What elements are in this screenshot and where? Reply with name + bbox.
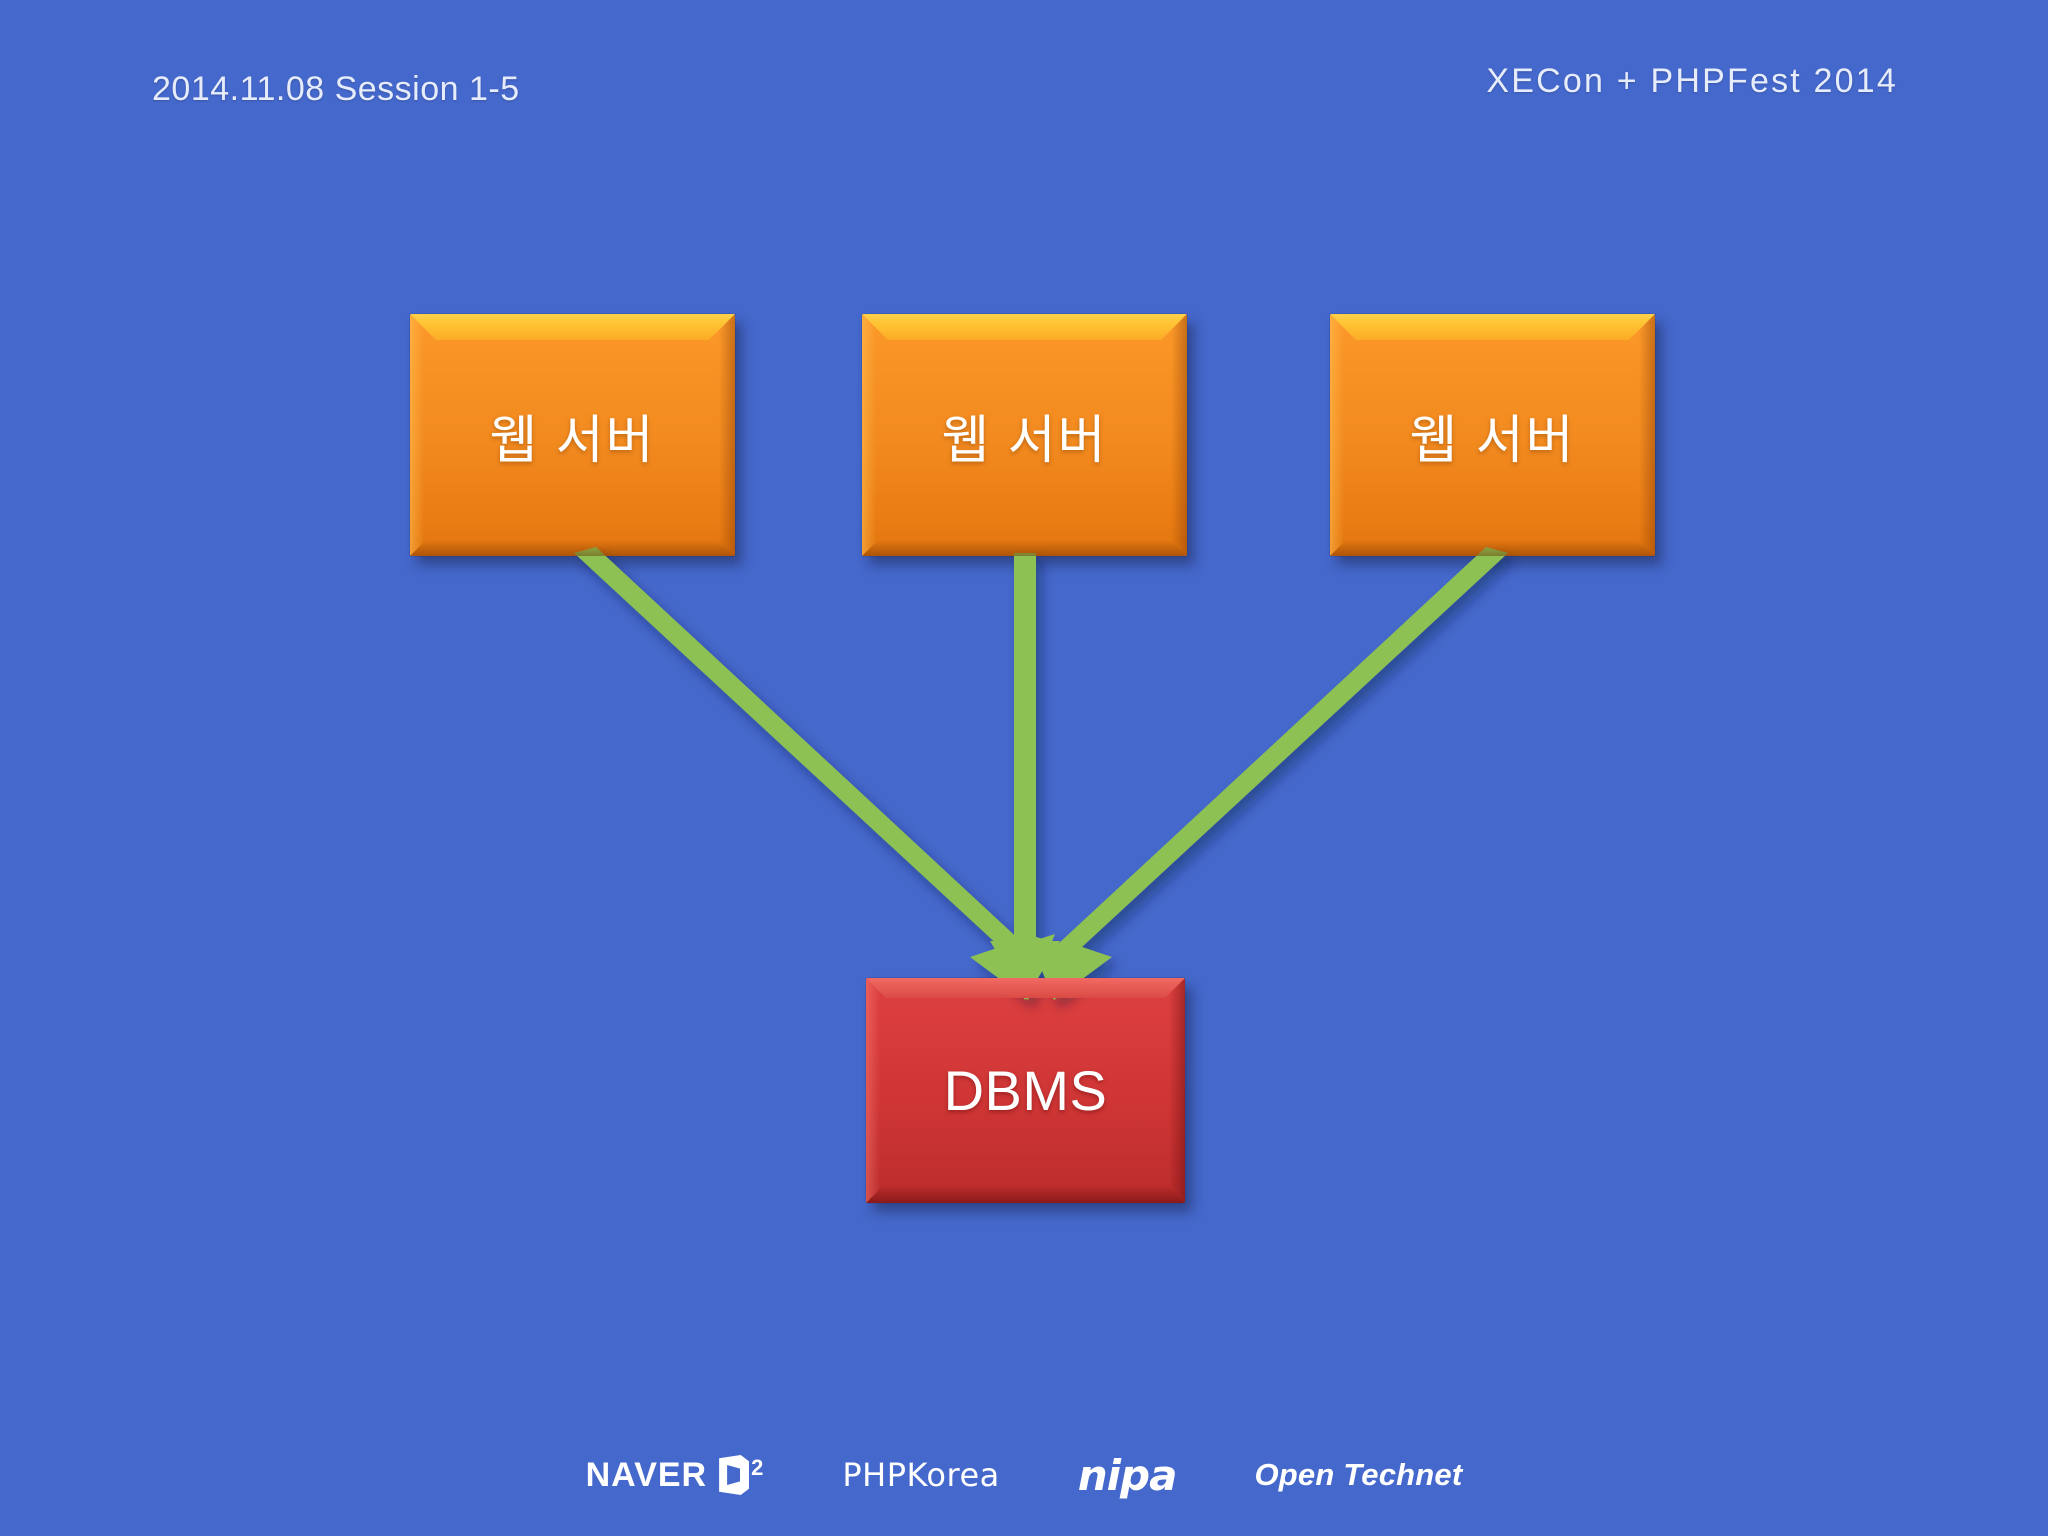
bevel-right [1169, 978, 1185, 1203]
bevel-bottom [1330, 540, 1655, 556]
connector-middle-arrow [990, 553, 1060, 1000]
bevel-top [866, 978, 1185, 998]
connector-right-arrow [1027, 547, 1508, 1000]
naver-wordmark: NAVER [585, 1455, 708, 1494]
naver-d2-logo: NAVER 2 [586, 1455, 765, 1495]
web-server-node-3[interactable]: 웹 서버 [1330, 314, 1655, 556]
bevel-left [1330, 314, 1344, 556]
bevel-left [410, 314, 424, 556]
open-technet-logo: Open Technet [1254, 1457, 1463, 1492]
d2-mark-icon: 2 [719, 1455, 764, 1495]
database-node[interactable]: DBMS [866, 978, 1185, 1203]
bevel-left [866, 978, 880, 1203]
connector-left-arrow [574, 547, 1055, 1000]
bevel-left [862, 314, 876, 556]
nipa-logo: nipa [1077, 1450, 1178, 1500]
bevel-top [1330, 314, 1655, 340]
slide-event-label: XECon + PHPFest 2014 [1486, 62, 1898, 100]
web-server-node-1[interactable]: 웹 서버 [410, 314, 735, 556]
database-label: DBMS [943, 1059, 1108, 1122]
web-server-label-3: 웹 서버 [1409, 411, 1576, 470]
d-glyph-icon [719, 1455, 750, 1495]
web-server-node-2[interactable]: 웹 서버 [862, 314, 1187, 556]
d2-superscript: 2 [751, 1455, 765, 1480]
bevel-top [862, 314, 1187, 340]
slide-session-label: 2014.11.08 Session 1-5 [152, 70, 520, 108]
bevel-right [1171, 314, 1187, 556]
web-server-label-2: 웹 서버 [941, 411, 1108, 470]
bevel-bottom [410, 540, 735, 556]
bevel-bottom [866, 1185, 1185, 1203]
phpkorea-logo: PHPKorea [842, 1456, 1000, 1494]
bevel-right [719, 314, 735, 556]
web-server-label-1: 웹 서버 [489, 411, 656, 470]
bevel-bottom [862, 540, 1187, 556]
sponsor-logo-bar: NAVER 2 PHPKorea nipa Open Technet [0, 1440, 2048, 1510]
bevel-right [1639, 314, 1655, 556]
bevel-top [410, 314, 735, 340]
